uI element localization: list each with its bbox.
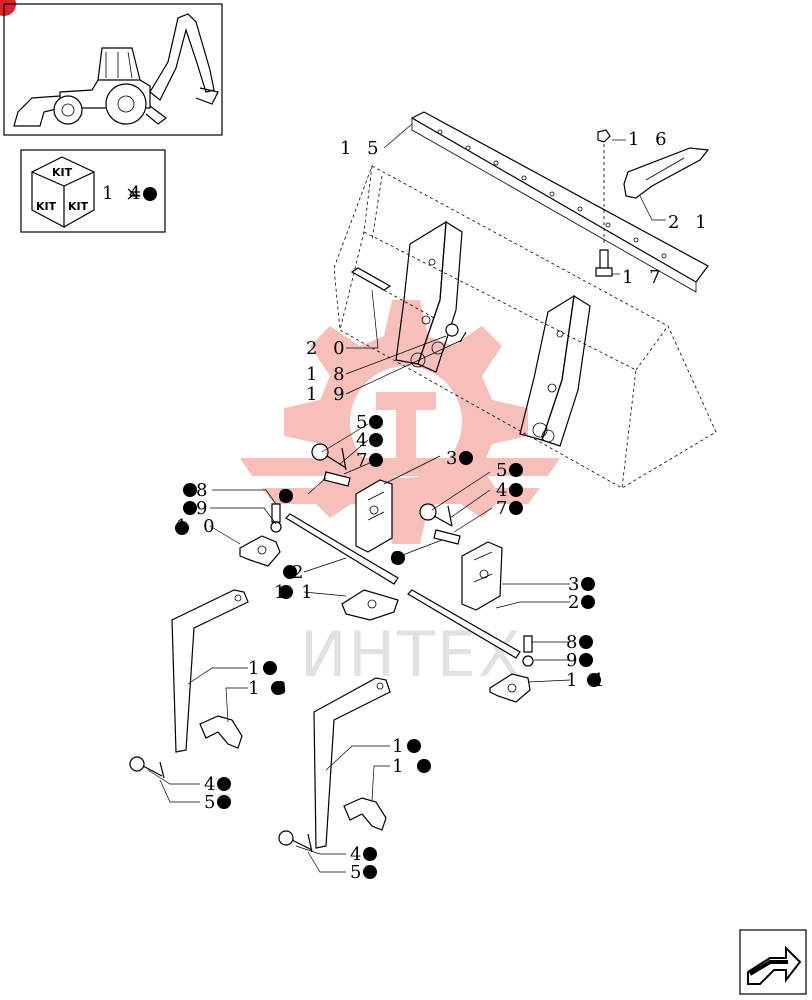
callout-label: 1 7 (622, 267, 666, 288)
kit-marker-dot (417, 759, 431, 773)
kit-marker-dot (363, 847, 377, 861)
callout-dots (175, 415, 601, 879)
kit-ref-label: 1 4 (102, 183, 146, 204)
nut-16 (597, 129, 611, 246)
bracket-3-left (355, 479, 393, 553)
bucket (333, 165, 717, 489)
kit-marker-dot (279, 585, 293, 599)
kit-marker-dot (143, 187, 157, 201)
ring-pin-left (129, 756, 165, 779)
callout-label: 1 9 (306, 384, 350, 405)
kit-marker-dot (587, 673, 601, 687)
callout-label: 8 (566, 632, 582, 653)
callout-label: 1 (248, 658, 264, 679)
bracket-13-left (199, 715, 243, 749)
kit-marker-dot (363, 865, 377, 879)
kit-label-left: KIT (36, 200, 57, 213)
callout-label: 1 6 (628, 129, 672, 150)
callout-label: 8 (196, 480, 212, 501)
kit-marker-dot (369, 453, 383, 467)
bracket-11-left (341, 589, 399, 621)
callout-label: 5 (350, 862, 366, 883)
tooth-21 (623, 147, 710, 199)
kit-marker-dot (175, 521, 189, 535)
callout-label: 1 3 (248, 678, 292, 699)
kit-marker-dot (509, 463, 523, 477)
kit-marker-dot (391, 551, 405, 565)
callout-label: 1 8 (306, 364, 350, 385)
kit-marker-dot (407, 739, 421, 753)
cutting-edge (410, 111, 709, 293)
callout-label: 5 (356, 412, 372, 433)
shaft-2-left (285, 513, 399, 585)
callout-label: 7 (356, 450, 372, 471)
kit-marker-dot (369, 433, 383, 447)
kit-marker-dot (369, 415, 383, 429)
kit-label-top: KIT (52, 166, 73, 179)
machine-thumbnail (3, 3, 223, 136)
pin-assembly-right (419, 503, 461, 545)
callout-label: 9 (566, 650, 582, 671)
callout-label: 7 (496, 498, 512, 519)
kit-marker-dot (263, 661, 277, 675)
kit-box: KIT KIT KIT 1 4 (20, 149, 166, 233)
kit-marker-dot (183, 501, 197, 515)
callout-label: 3 (446, 448, 462, 469)
kit-marker-dot (271, 681, 285, 695)
ring-pin-right (278, 830, 313, 853)
callout-label: 4 (350, 844, 366, 865)
callout-label: 5 (204, 792, 220, 813)
kit-label-right: KIT (68, 200, 89, 213)
plate-20 (350, 267, 435, 319)
callout-label: 5 (496, 460, 512, 481)
kit-marker-dot (581, 595, 595, 609)
callout-label: 3 (568, 574, 584, 595)
kit-marker-dot (509, 483, 523, 497)
arm-1-right (313, 677, 391, 849)
bolt-17 (595, 249, 613, 277)
bracket-3-right (461, 541, 503, 611)
callout-label: 1 (392, 736, 408, 757)
kit-marker-dot (183, 483, 197, 497)
kit-marker-dot (579, 653, 593, 667)
kit-marker-dot (579, 635, 593, 649)
kit-marker-dot (217, 777, 231, 791)
callout-label: 2 (292, 562, 308, 583)
callout-label: 2 1 (668, 212, 712, 233)
clevis-10 (239, 503, 282, 567)
leader-lines (147, 123, 666, 873)
kit-marker-dot (217, 795, 231, 809)
callout-label: 4 (204, 774, 220, 795)
washer-18 (445, 323, 459, 337)
kit-marker-dot (509, 501, 523, 515)
pin-assembly-left (311, 443, 351, 487)
kit-marker-dot (283, 565, 297, 579)
bucket-lug-left (395, 220, 463, 373)
next-page-button[interactable] (739, 929, 807, 995)
shaft-2-right (407, 589, 521, 659)
kit-marker-dot (459, 451, 473, 465)
callout-label: 2 0 (306, 338, 350, 359)
kit-marker-dot (581, 577, 595, 591)
callout-label: 2 (568, 592, 584, 613)
callout-label: 4 (356, 430, 372, 451)
arrow-icon (747, 945, 802, 985)
kit-marker-dot (279, 489, 293, 503)
watermark-text: ИНТЕХ (300, 618, 523, 691)
clevis-11-right (489, 635, 534, 703)
callout-label: 4 (496, 480, 512, 501)
callout-label: 1 5 (340, 138, 384, 159)
arm-1-left (171, 589, 249, 753)
bucket-lug-right (519, 294, 591, 447)
callout-label: 9 (196, 498, 212, 519)
bracket-13-right (343, 797, 387, 831)
corner-marker (0, 0, 16, 16)
